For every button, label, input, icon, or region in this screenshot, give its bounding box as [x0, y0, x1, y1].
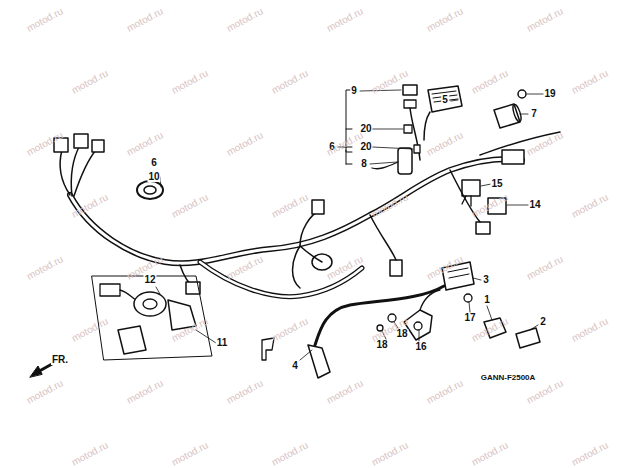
watermark-text: motod.ru	[170, 440, 210, 467]
watermark-text: motod.ru	[25, 254, 65, 281]
watermark-text: motod.ru	[370, 192, 410, 219]
watermark-text: motod.ru	[70, 68, 110, 95]
watermark-text: motod.ru	[70, 192, 110, 219]
callout-number: 6	[150, 158, 158, 168]
callout-number: 14	[528, 200, 541, 210]
watermark-text: motod.ru	[570, 192, 610, 219]
watermark-text: motod.ru	[525, 378, 565, 405]
callout-number: 4	[291, 361, 299, 371]
watermark-text: motod.ru	[125, 378, 165, 405]
watermark-text: motod.ru	[425, 378, 465, 405]
watermark-text: motod.ru	[370, 440, 410, 467]
watermark-text: motod.ru	[125, 6, 165, 33]
watermark-text: motod.ru	[325, 6, 365, 33]
watermark-text: motod.ru	[470, 68, 510, 95]
callout-number: 20	[359, 142, 372, 152]
watermark-text: motod.ru	[270, 316, 310, 343]
callout-number: 7	[530, 109, 538, 119]
direction-label: FR.	[51, 355, 69, 365]
callout-number: 16	[414, 342, 427, 352]
watermark-text: motod.ru	[270, 192, 310, 219]
callout-number: 1	[483, 295, 491, 305]
watermark-text: motod.ru	[225, 6, 265, 33]
figure-code: GANN-F2500A	[480, 374, 537, 382]
callout-number: 17	[463, 313, 476, 323]
callout-number: 11	[216, 338, 229, 348]
watermark-text: motod.ru	[25, 6, 65, 33]
callout-number: 12	[143, 275, 156, 285]
watermark-text: motod.ru	[70, 440, 110, 467]
watermark-text: motod.ru	[425, 6, 465, 33]
watermark-text: motod.ru	[525, 130, 565, 157]
watermark-text: motod.ru	[25, 378, 65, 405]
callout-number: 5	[441, 95, 449, 105]
watermark-text: motod.ru	[70, 316, 110, 343]
watermark-text: motod.ru	[570, 440, 610, 467]
callout-number: 8	[360, 159, 368, 169]
callout-number: 2	[539, 317, 547, 327]
watermark-text: motod.ru	[425, 130, 465, 157]
callout-number: 9	[350, 86, 358, 96]
watermark-text: motod.ru	[525, 254, 565, 281]
callout-number: 15	[490, 179, 503, 189]
watermark-text: motod.ru	[225, 130, 265, 157]
callout-number: 19	[543, 89, 556, 99]
watermark-text: motod.ru	[270, 440, 310, 467]
watermark-text: motod.ru	[525, 6, 565, 33]
callout-number: 10	[147, 172, 160, 182]
watermark-text: motod.ru	[470, 440, 510, 467]
watermark-text: motod.ru	[570, 316, 610, 343]
watermark-text: motod.ru	[325, 378, 365, 405]
watermark-text: motod.ru	[225, 378, 265, 405]
watermark-text: motod.ru	[170, 68, 210, 95]
watermark-text: motod.ru	[570, 68, 610, 95]
watermark-text: motod.ru	[170, 192, 210, 219]
callout-number: 3	[482, 275, 490, 285]
watermark-text: motod.ru	[125, 130, 165, 157]
watermark-text: motod.ru	[270, 68, 310, 95]
